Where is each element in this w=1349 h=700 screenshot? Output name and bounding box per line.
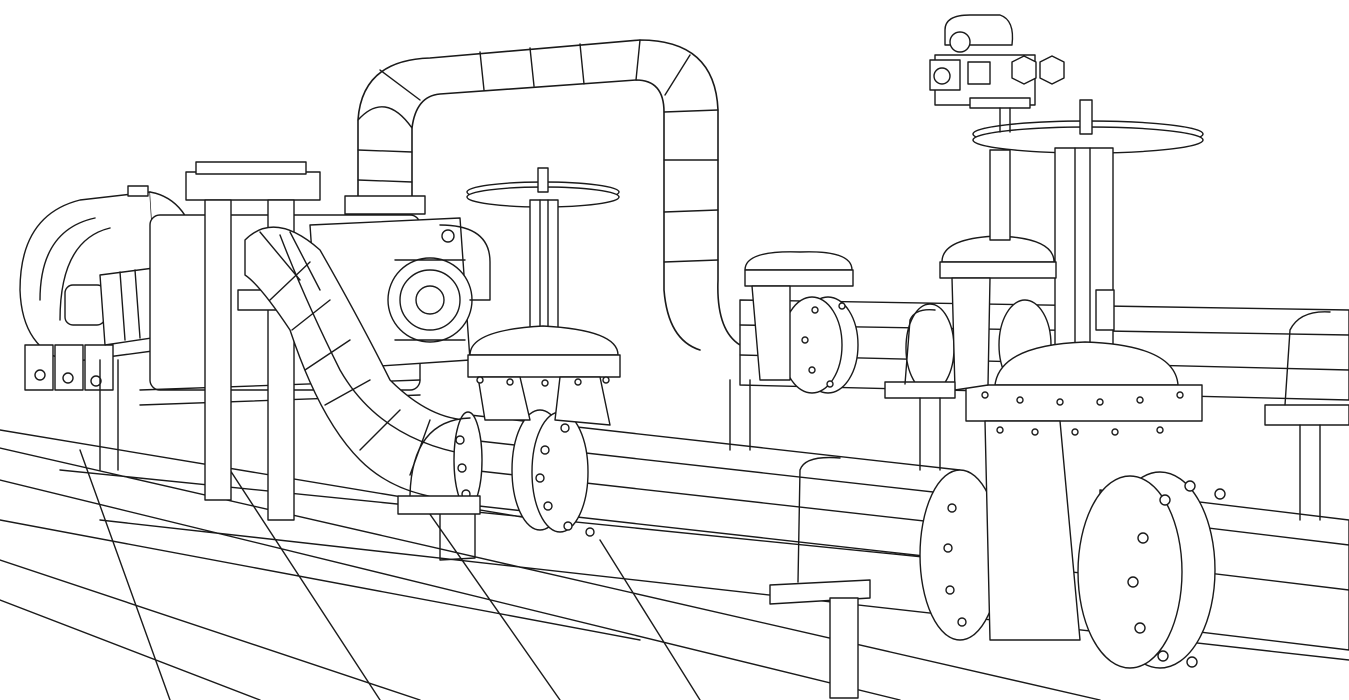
main-pipeline	[920, 470, 1349, 668]
motor-feet	[25, 345, 113, 390]
actuator-hex-right-icon	[1040, 56, 1064, 84]
right-valve-bolts	[982, 392, 1183, 435]
left-gate-valve	[467, 168, 620, 425]
middle-valve	[745, 252, 853, 380]
main-flange-bolts	[944, 481, 1225, 667]
actuator	[930, 15, 1064, 132]
right-gate-valve	[966, 100, 1203, 640]
pipe-supports	[398, 310, 1349, 698]
overhead-pipe-loop	[345, 40, 740, 350]
left-valve-bolts	[477, 377, 609, 386]
left-flange-bolts	[456, 424, 594, 536]
actuator-hex-left-icon	[1012, 56, 1036, 84]
rear-gate-valve	[940, 150, 1056, 390]
